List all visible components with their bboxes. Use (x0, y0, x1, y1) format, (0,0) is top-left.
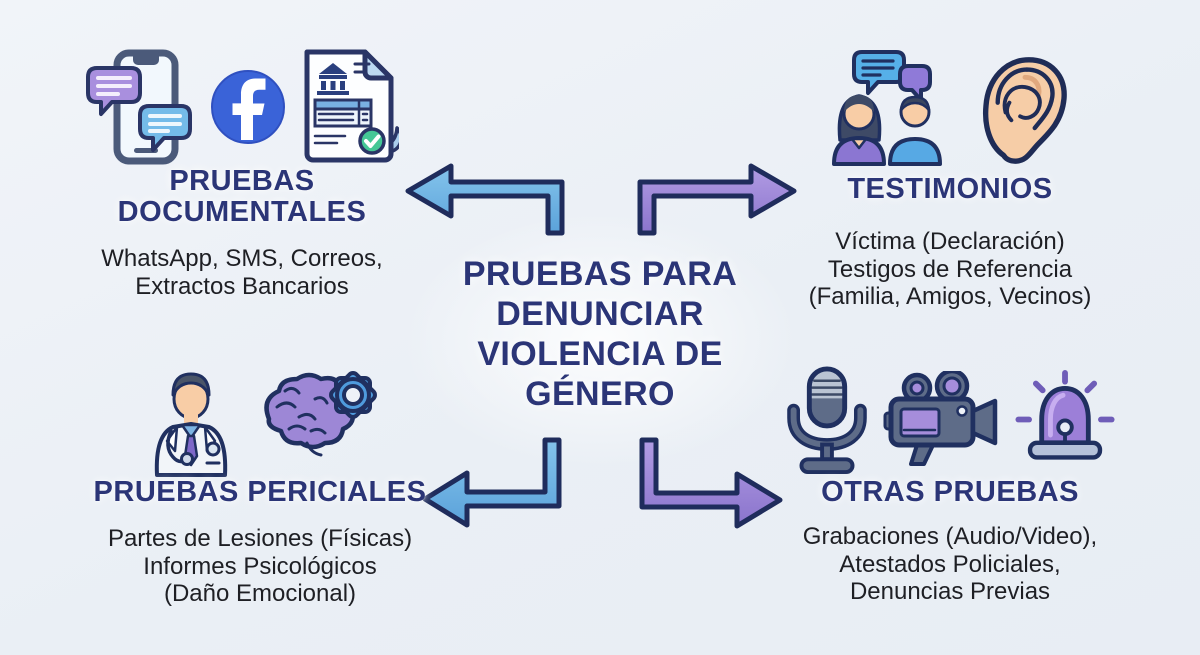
main-title: PRUEBAS PARA DENUNCIAR VIOLENCIA DE GÉNE… (440, 254, 760, 414)
periciales-title: PRUEBAS PERICIALES (93, 476, 427, 508)
arrow-to-testimonios (635, 163, 797, 237)
periciales-body: Partes de Lesiones (Físicas) Informes Ps… (107, 525, 413, 607)
documentales-icons (62, 48, 422, 166)
quadrant-otras: OTRAS PRUEBAS Grabaciones (Audio/Video),… (785, 355, 1115, 645)
testimonios-body: Víctima (Declaración) Testigos de Refere… (808, 228, 1092, 310)
facebook-icon (209, 68, 287, 146)
main-title-line: PRUEBAS PARA (462, 255, 738, 293)
arrow-to-documentales (405, 163, 567, 237)
doctor-icon (141, 361, 241, 477)
periciales-icons (75, 361, 445, 477)
quadrant-testimonios: TESTIMONIOS Víctima (Declaración) Testig… (790, 0, 1110, 320)
documentales-body: WhatsApp, SMS, Correos, Extractos Bancar… (101, 245, 383, 300)
main-title-line: VIOLENCIA DE (477, 335, 723, 373)
arrow-to-periciales (421, 437, 566, 529)
otras-body: Grabaciones (Audio/Video), Atestados Pol… (802, 523, 1098, 605)
bank-document-icon (299, 48, 399, 166)
ear-icon (975, 52, 1075, 167)
phone-chat-icon (85, 48, 197, 166)
documentales-title: PRUEBAS DOCUMENTALES (117, 165, 367, 228)
otras-icons (785, 365, 1115, 475)
microphone-icon (783, 365, 871, 475)
otras-title: OTRAS PRUEBAS (821, 476, 1079, 508)
siren-icon (1013, 369, 1118, 471)
main-title-line: DENUNCIAR (496, 295, 704, 333)
quadrant-periciales: PRUEBAS PERICIALES Partes de Lesiones (F… (75, 355, 445, 645)
quadrant-documentales: PRUEBAS DOCUMENTALES WhatsApp, SMS, Corr… (62, 0, 422, 320)
people-talking-icon (826, 50, 951, 168)
testimonios-icons (790, 50, 1110, 168)
center-glow (400, 210, 800, 470)
arrow-to-otras (636, 437, 784, 529)
testimonios-title: TESTIMONIOS (847, 173, 1053, 205)
brain-gear-icon (255, 367, 380, 472)
video-camera-icon (883, 371, 1001, 469)
main-title-line: GÉNERO (525, 375, 675, 413)
